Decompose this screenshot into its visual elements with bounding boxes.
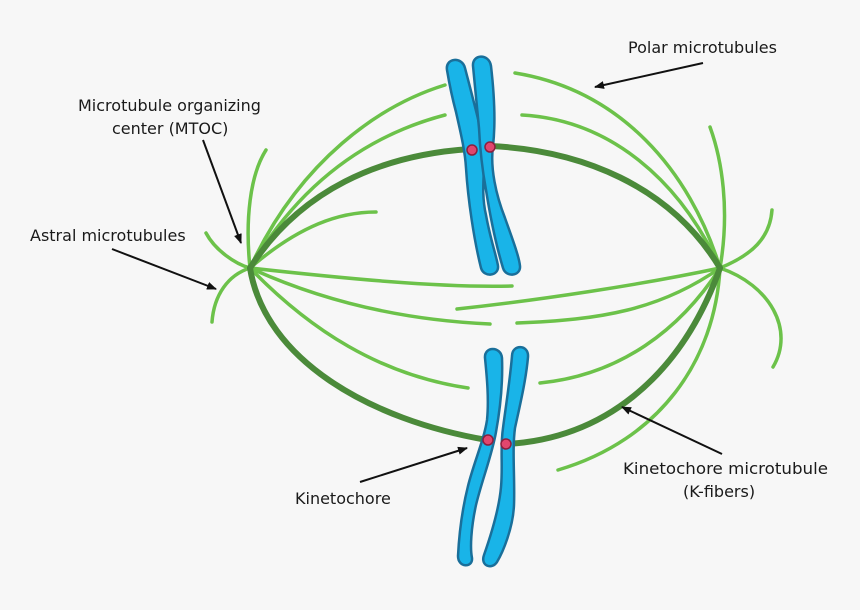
kinetochore-arrow [359,446,468,483]
polar-microtubule [248,83,447,270]
k-fiber-lower-left [247,265,490,443]
astral-microtubule [718,208,774,270]
polar-microtubule [248,266,514,288]
chromosome-upper [445,55,522,276]
chromosome-lower [456,345,530,568]
polar-microtubule [248,266,470,390]
polar-microtubule [248,210,378,270]
astral-microtubules-label: Astral microtubules [30,226,186,245]
astral-microtubule [204,231,252,270]
kfiber-arrow [621,406,723,455]
astral-microtubule [210,266,252,324]
chromatid [456,347,504,567]
polar-microtubule [513,71,722,270]
mtoc-label-line2: center (MTOC) [112,119,228,138]
annotation-labels: Polar microtubules Microtubule organizin… [30,38,828,508]
kinetochore-dot [500,438,512,450]
astral-microtubule [708,125,727,270]
polar-microtubule [455,266,722,311]
k-fiber-upper-right [487,143,723,271]
kfiber-label-line1: Kinetochore microtubule [623,459,828,478]
k-fiber-upper-left [247,146,473,271]
polar-microtubules-label: Polar microtubules [628,38,777,57]
polar-arrow [594,62,704,89]
astral-microtubule [718,266,783,369]
kinetochore-dot [466,144,478,156]
kinetochore-dot [482,434,494,446]
light-microtubules [204,71,783,472]
polar-microtubule [515,266,722,325]
annotation-arrows [111,62,723,483]
kinetochore-dot [484,141,496,153]
k-fiber-lower-right [502,265,723,447]
mtoc-arrow [202,139,242,244]
kinetochore-label: Kinetochore [295,489,391,508]
astral-arrow [111,248,217,290]
mtoc-label-line1: Microtubule organizing [78,96,261,115]
chromatid [471,55,522,276]
polar-microtubule [248,266,492,326]
polar-microtubule [538,266,722,385]
polar-microtubule [520,113,722,270]
polar-microtubule [556,266,722,472]
astral-microtubule [246,148,268,270]
kfiber-label-line2: (K-fibers) [683,482,755,501]
chromatid [445,58,500,276]
kinetochore-microtubules [247,143,723,447]
